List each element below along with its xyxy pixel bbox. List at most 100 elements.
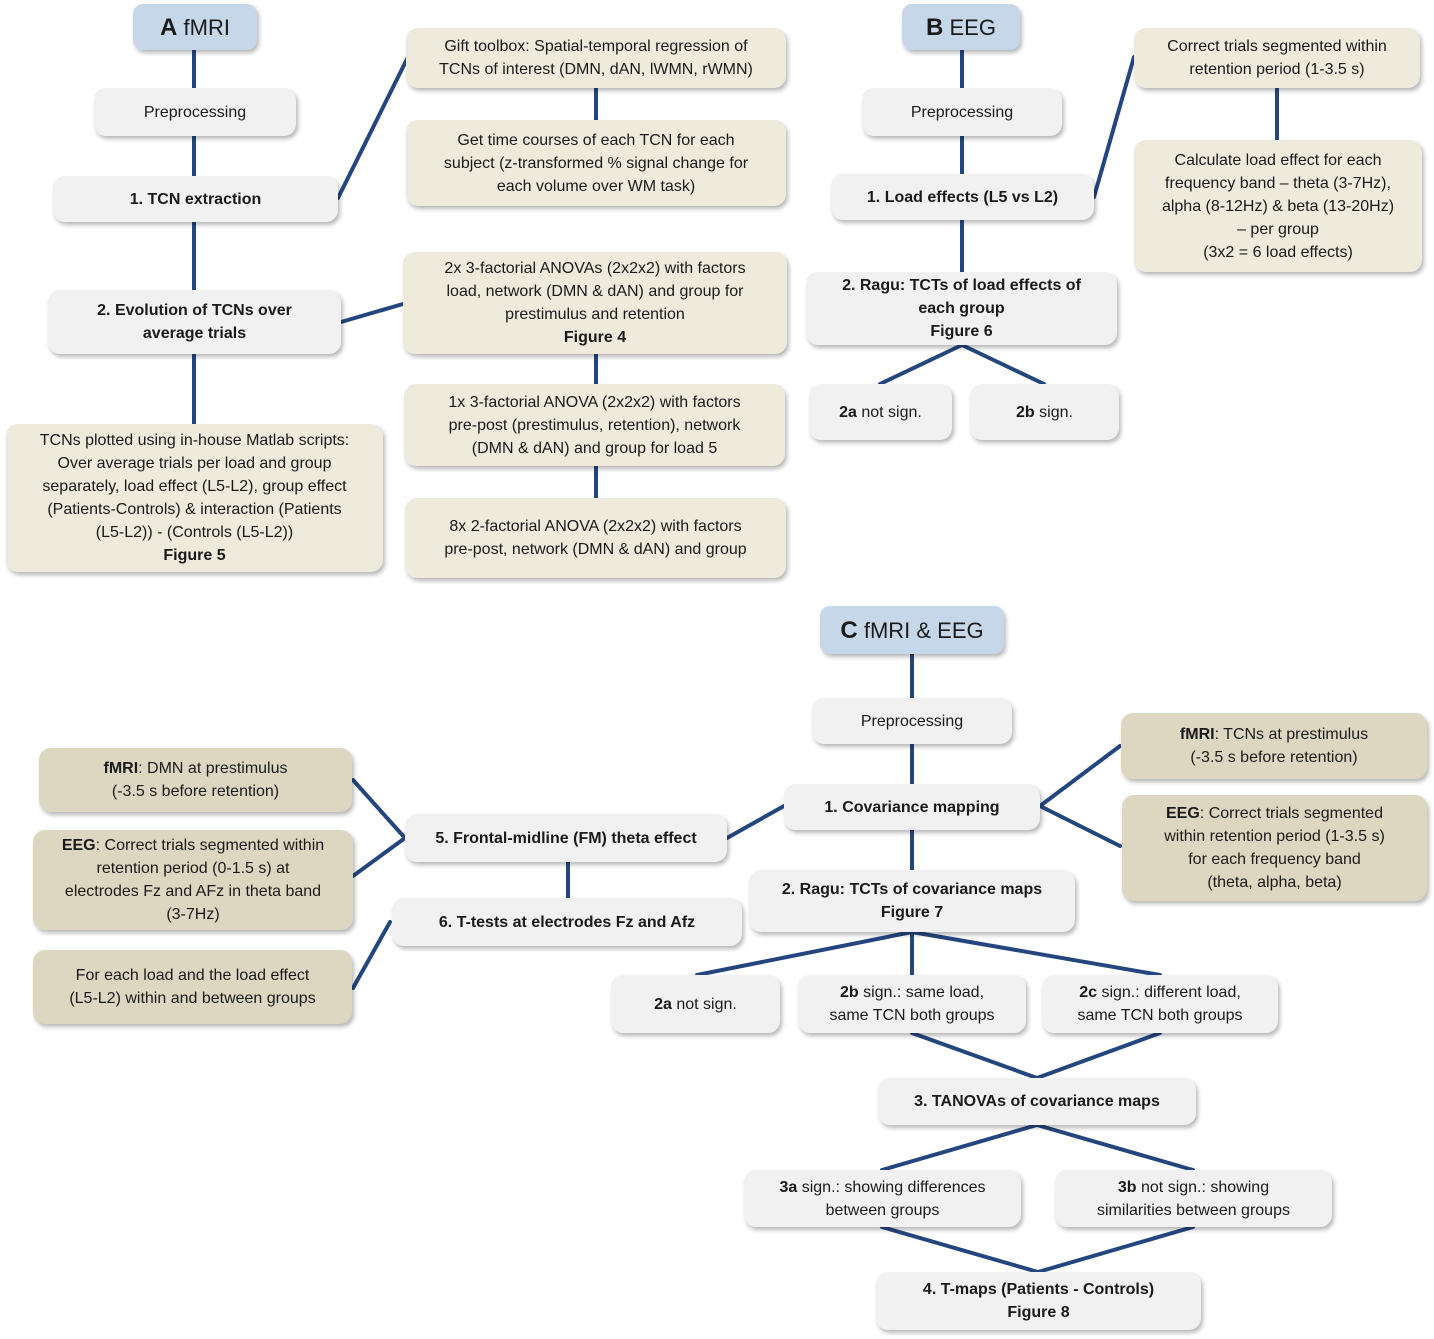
panel-a-letter: A bbox=[160, 13, 178, 41]
result-id: 2a bbox=[654, 995, 672, 1013]
modality-label: fMRI bbox=[103, 760, 139, 777]
text-line: each volume over WM task) bbox=[496, 177, 696, 195]
panel-c-3a-sign: 3a sign.: showing differences between gr… bbox=[744, 1170, 1021, 1227]
panel-a-title: fMRI bbox=[183, 14, 230, 40]
panel-b-step1-load-effects: 1. Load effects (L5 vs L2) bbox=[831, 174, 1094, 220]
modality-label: EEG bbox=[1166, 805, 1200, 822]
panel-c-step3-tanovas: 3. TANOVAs of covariance maps bbox=[878, 1078, 1196, 1125]
modality-label: fMRI bbox=[1179, 726, 1215, 743]
text-line: 2x 3-factorial ANOVAs (2x2x2) with facto… bbox=[444, 260, 746, 277]
text-line: Get time courses of each TCN for each bbox=[457, 131, 735, 149]
text-line: subject (z-transformed % signal change f… bbox=[443, 154, 749, 172]
text-line: for each frequency band bbox=[1188, 851, 1361, 868]
text-line: (-3.5 s before retention) bbox=[111, 783, 280, 800]
panel-c-left-eeg-theta: EEG: Correct trials segmented within ret… bbox=[33, 830, 353, 930]
panel-b-header: B EEG bbox=[902, 4, 1020, 50]
panel-a-step1-tcn-extraction: 1. TCN extraction bbox=[53, 176, 338, 222]
panel-a-anova-pre-post: 1x 3-factorial ANOVA (2x2x2) with factor… bbox=[404, 384, 785, 466]
text-line: (L5-L2) within and between groups bbox=[69, 990, 316, 1007]
text-line: (DMN & dAN) and group for load 5 bbox=[471, 439, 718, 457]
panel-b-step2-ragu: 2. Ragu: TCTs of load effects of each gr… bbox=[806, 272, 1117, 345]
text-line: 2. Ragu: TCTs of load effects of bbox=[842, 277, 1081, 294]
text-line: 2. Ragu: TCTs of covariance maps bbox=[781, 881, 1043, 898]
connector bbox=[351, 920, 392, 990]
text-line: (3-7Hz) bbox=[166, 906, 220, 923]
text-line: alpha (8-12Hz) & beta (13-20Hz) bbox=[1161, 197, 1395, 215]
connector bbox=[336, 55, 410, 200]
result-id: 2c bbox=[1079, 984, 1097, 1001]
panel-c-preprocessing: Preprocessing bbox=[812, 698, 1012, 744]
panel-c-step5-fm-theta: 5. Frontal-midline (FM) theta effect bbox=[405, 814, 727, 862]
connector bbox=[1038, 744, 1122, 808]
text-line: Over average trials per load and group bbox=[57, 455, 332, 472]
text-line: retention period (1-3.5 s) bbox=[1189, 61, 1365, 78]
text-line: retention period (0-1.5 s) at bbox=[96, 860, 290, 877]
connector bbox=[1036, 1225, 1195, 1274]
modality-label: EEG bbox=[61, 837, 96, 854]
text-line: TCNs plotted using in-house Matlab scrip… bbox=[39, 432, 350, 449]
panel-c-step2-ragu: 2. Ragu: TCTs of covariance maps Figure … bbox=[749, 870, 1075, 932]
panel-a-step2-evolution: 2. Evolution of TCNs over average trials bbox=[48, 290, 341, 354]
text-line: Correct trials segmented within bbox=[1167, 38, 1387, 55]
text-line: Calculate load effect for each bbox=[1174, 151, 1382, 169]
text-line: pre-post, network (DMN & dAN) and group bbox=[444, 541, 747, 558]
text-line: For each load and the load effect bbox=[75, 967, 310, 984]
panel-c-2a-not-sign: 2a not sign. bbox=[611, 975, 780, 1033]
connector bbox=[351, 836, 407, 878]
text-line: same TCN both groups bbox=[1077, 1007, 1243, 1024]
figure-ref: Figure 6 bbox=[930, 323, 993, 340]
panel-b-letter: B bbox=[926, 13, 944, 41]
connector bbox=[351, 778, 407, 840]
result-text: not sign. bbox=[856, 403, 922, 421]
text-line: (theta, alpha, beta) bbox=[1207, 874, 1342, 891]
result-id: 2b bbox=[1016, 403, 1035, 421]
panel-b-preprocessing: Preprocessing bbox=[862, 88, 1062, 136]
label: 1. Load effects (L5 vs L2) bbox=[866, 188, 1059, 206]
connector bbox=[339, 302, 405, 324]
text-line: each group bbox=[918, 300, 1005, 317]
result-text: sign.: different load, bbox=[1097, 984, 1241, 1001]
text-line: 8x 2-factorial ANOVA (2x2x2) with factor… bbox=[449, 518, 742, 535]
text-line: 2. Evolution of TCNs over bbox=[97, 302, 292, 319]
result-id: 3a bbox=[779, 1178, 798, 1196]
result-text: sign.: same load, bbox=[858, 984, 985, 1001]
panel-a-gift-toolbox: Gift toolbox: Spatial-temporal regressio… bbox=[406, 28, 786, 88]
figure-ref: Figure 4 bbox=[563, 329, 627, 346]
text-line: : Correct trials segmented within bbox=[95, 837, 325, 854]
connector bbox=[1092, 55, 1136, 199]
label: 5. Frontal-midline (FM) theta effect bbox=[435, 829, 697, 847]
result-text: not sign. bbox=[671, 995, 737, 1013]
panel-c-step6-t-tests: 6. T-tests at electrodes Fz and Afz bbox=[392, 898, 742, 946]
result-text: not sign.: showing bbox=[1136, 1178, 1270, 1196]
panel-c-3b-not-sign: 3b not sign.: showing similarities betwe… bbox=[1055, 1170, 1332, 1227]
text-line: : TCNs at prestimulus bbox=[1214, 726, 1369, 743]
text-line: Gift toolbox: Spatial-temporal regressio… bbox=[444, 38, 748, 55]
panel-c-eeg-retention: EEG: Correct trials segmented within ret… bbox=[1122, 795, 1427, 901]
panel-c-left-fmri-dmn: fMRI: DMN at prestimulus (-3.5 s before … bbox=[39, 748, 352, 812]
text-line: (3x2 = 6 load effects) bbox=[1203, 243, 1353, 261]
connector bbox=[880, 1123, 1039, 1172]
result-id: 2a bbox=[839, 403, 857, 421]
panel-c-each-load: For each load and the load effect (L5-L2… bbox=[33, 950, 352, 1024]
text-line: average trials bbox=[142, 325, 247, 342]
connector bbox=[878, 343, 964, 386]
text-line: (L5-L2)) - (Controls (L5-L2)) bbox=[95, 524, 294, 541]
figure-ref: Figure 8 bbox=[1007, 1304, 1070, 1321]
connector bbox=[1035, 1031, 1162, 1080]
panel-b-segmented: Correct trials segmented within retentio… bbox=[1134, 28, 1420, 88]
panel-a-time-courses: Get time courses of each TCN for each su… bbox=[406, 120, 786, 206]
connector bbox=[1038, 804, 1122, 848]
label: Preprocessing bbox=[143, 103, 247, 121]
text-line: between groups bbox=[825, 1201, 940, 1219]
panel-a-tcns-plotted: TCNs plotted using in-house Matlab scrip… bbox=[6, 424, 383, 572]
text-line: (Patients-Controls) & interaction (Patie… bbox=[47, 501, 342, 518]
connector bbox=[725, 804, 786, 840]
connector bbox=[910, 930, 1162, 977]
text-line: frequency band – theta (3-7Hz), bbox=[1165, 174, 1391, 192]
text-line: within retention period (1-3.5 s) bbox=[1164, 828, 1385, 845]
text-line: 4. T-maps (Patients - Controls) bbox=[922, 1281, 1155, 1298]
text-line: load, network (DMN & dAN) and group for bbox=[446, 283, 744, 300]
panel-c-title: fMRI & EEG bbox=[863, 617, 984, 643]
panel-a-preprocessing: Preprocessing bbox=[94, 88, 296, 136]
panel-c-step4-t-maps: 4. T-maps (Patients - Controls) Figure 8 bbox=[876, 1272, 1201, 1330]
